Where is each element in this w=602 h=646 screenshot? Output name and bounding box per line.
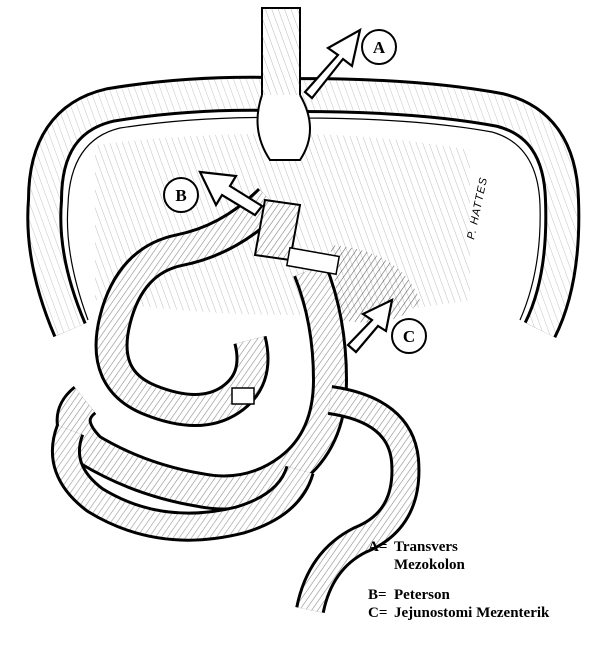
legend-key-b: B=: [368, 586, 394, 604]
legend-text-c: Jejunostomi Mezenterik: [394, 604, 549, 622]
legend-text-b: Peterson: [394, 586, 450, 604]
legend: A= Transvers Mezokolon B= Peterson C= Je…: [368, 538, 549, 622]
legend-text-a-line-2: Mezokolon: [394, 557, 465, 573]
circle-label-b: B: [164, 178, 198, 212]
circle-label-c: C: [392, 319, 426, 353]
circle-label-a: A: [362, 30, 396, 64]
legend-item-b: B= Peterson: [368, 586, 549, 604]
legend-item-c: C= Jejunostomi Mezenterik: [368, 604, 549, 622]
legend-text-a-line-1: Transvers: [394, 539, 458, 555]
svg-text:C: C: [403, 327, 415, 346]
legend-key-c: C=: [368, 604, 394, 622]
legend-key-a: A=: [368, 538, 394, 556]
svg-text:B: B: [175, 186, 186, 205]
legend-text-a: Transvers Mezokolon: [394, 538, 465, 574]
svg-text:A: A: [373, 38, 386, 57]
legend-item-a: A= Transvers Mezokolon: [368, 538, 549, 574]
